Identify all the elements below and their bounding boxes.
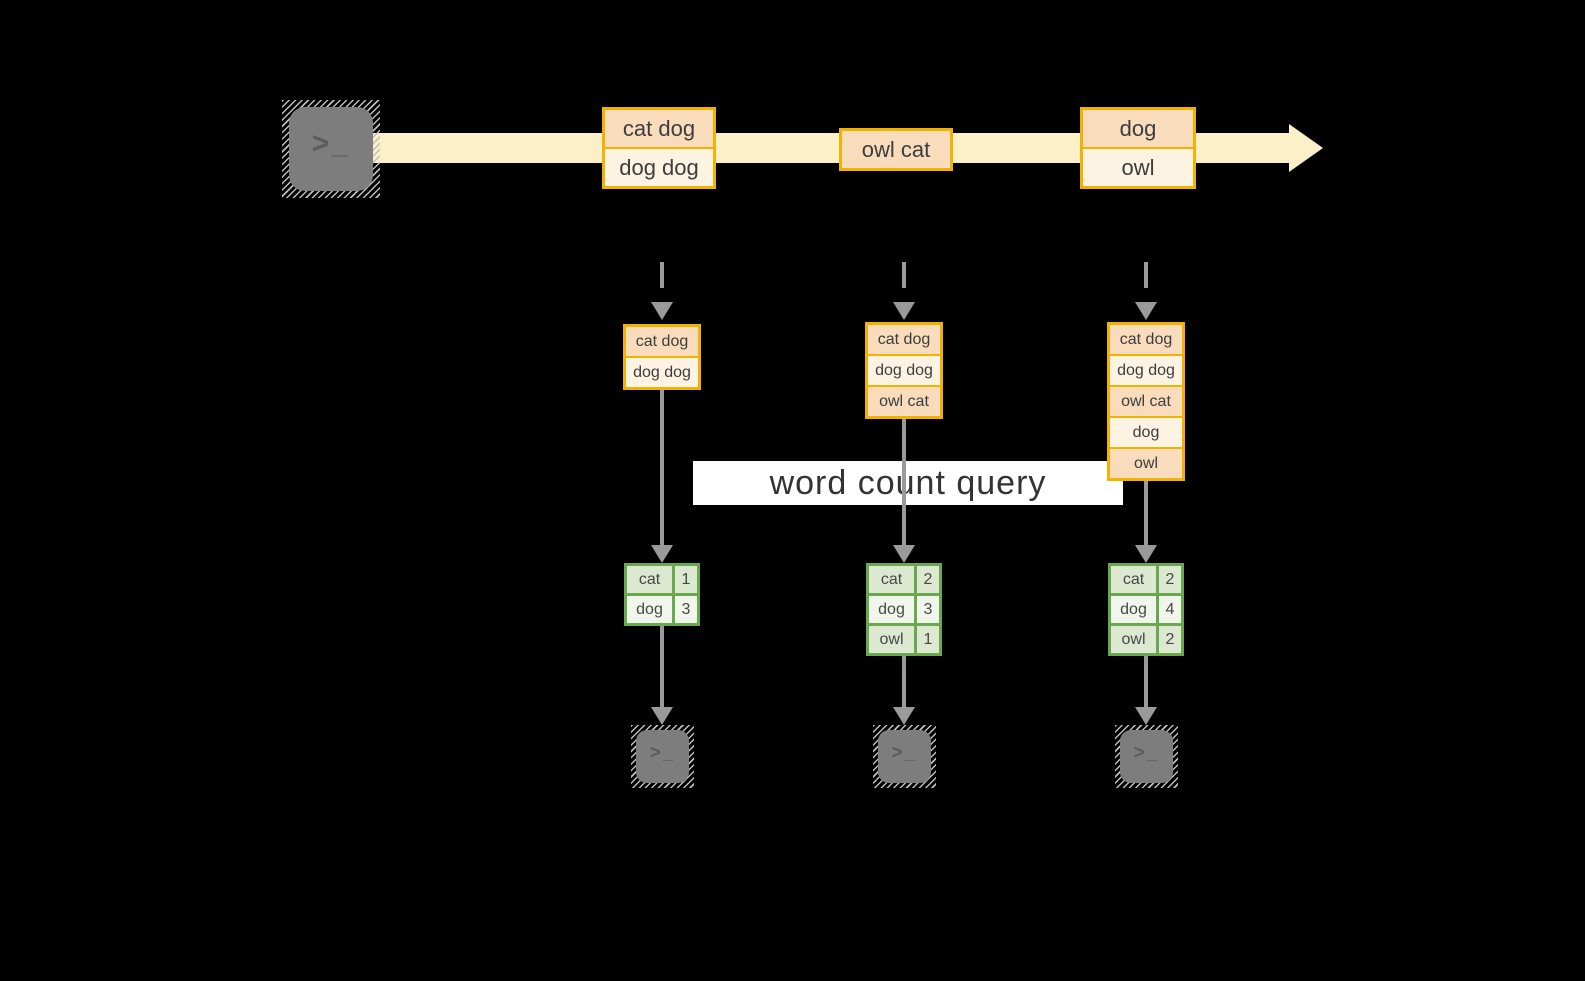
arrowhead-icon — [651, 545, 673, 563]
terminal-screen: >_ — [878, 730, 931, 783]
event-line: owl cat — [842, 131, 950, 168]
query-arrow-1 — [650, 390, 674, 563]
count-value: 2 — [1159, 566, 1181, 593]
count-word: owl — [869, 626, 914, 653]
count-row: cat 2 — [869, 566, 939, 593]
arrow-stem — [660, 390, 664, 548]
state-row: cat dog — [868, 325, 940, 354]
arrowhead-icon — [651, 707, 673, 725]
arrowhead-icon — [1135, 302, 1157, 320]
count-word: dog — [1111, 596, 1156, 623]
count-value: 3 — [917, 596, 939, 623]
output-arrow-1 — [650, 626, 674, 725]
arrowhead-icon — [651, 302, 673, 320]
count-row: cat 1 — [627, 566, 697, 593]
arrowhead-icon — [1135, 545, 1157, 563]
state-row: dog dog — [626, 358, 698, 387]
count-word: owl — [1111, 626, 1156, 653]
count-row: cat 2 — [1111, 566, 1181, 593]
state-row: cat dog — [626, 327, 698, 356]
count-row: owl 1 — [869, 626, 939, 653]
ingest-arrow-3 — [1134, 262, 1158, 320]
count-table-3: cat 2 dog 4 owl 2 — [1108, 563, 1184, 656]
count-word: cat — [627, 566, 672, 593]
arrowhead-icon — [893, 302, 915, 320]
count-row: dog 3 — [869, 596, 939, 623]
ingest-arrow-1 — [650, 262, 674, 320]
count-row: dog 3 — [627, 596, 697, 623]
event-line: cat dog — [605, 110, 713, 147]
stream-event-2: owl cat — [839, 128, 953, 171]
event-line: owl — [1083, 149, 1193, 186]
terminal-prompt-glyph: >_ — [891, 742, 918, 764]
count-table-1: cat 1 dog 3 — [624, 563, 700, 626]
count-value: 2 — [917, 566, 939, 593]
state-row: owl cat — [1110, 387, 1182, 416]
count-table-2: cat 2 dog 3 owl 1 — [866, 563, 942, 656]
terminal-screen: >_ — [289, 107, 373, 191]
terminal-prompt-glyph: >_ — [649, 742, 676, 764]
query-arrow-2 — [892, 419, 916, 563]
state-row: owl — [1110, 449, 1182, 478]
state-box-1: cat dog dog dog — [623, 324, 701, 390]
state-row: owl cat — [868, 387, 940, 416]
query-label-band: word count query — [693, 461, 1123, 505]
arrowhead-icon — [893, 707, 915, 725]
state-box-2: cat dog dog dog owl cat — [865, 322, 943, 419]
arrow-stem — [902, 656, 906, 710]
arrow-stem — [1144, 262, 1148, 288]
stream-arrowhead-icon — [1289, 124, 1323, 172]
arrow-stem — [660, 626, 664, 710]
state-box-3: cat dog dog dog owl cat dog owl — [1107, 322, 1185, 481]
ingest-arrow-2 — [892, 262, 916, 320]
arrow-stem — [1144, 481, 1148, 548]
state-row: dog dog — [868, 356, 940, 385]
arrow-stem — [902, 262, 906, 288]
count-value: 2 — [1159, 626, 1181, 653]
state-row: cat dog — [1110, 325, 1182, 354]
count-row: owl 2 — [1111, 626, 1181, 653]
sink-terminal-icon-1: >_ — [631, 725, 694, 788]
count-word: cat — [1111, 566, 1156, 593]
count-word: cat — [869, 566, 914, 593]
count-word: dog — [627, 596, 672, 623]
count-word: dog — [869, 596, 914, 623]
stream-event-1: cat dog dog dog — [602, 107, 716, 189]
query-arrow-3 — [1134, 481, 1158, 563]
count-value: 1 — [917, 626, 939, 653]
count-value: 1 — [675, 566, 697, 593]
arrowhead-icon — [893, 545, 915, 563]
arrow-stem — [660, 262, 664, 288]
arrowhead-icon — [1135, 707, 1157, 725]
state-row: dog — [1110, 418, 1182, 447]
state-row: dog dog — [1110, 356, 1182, 385]
terminal-prompt-glyph: >_ — [311, 126, 351, 160]
arrow-stem — [1144, 656, 1148, 710]
terminal-screen: >_ — [1120, 730, 1173, 783]
output-arrow-2 — [892, 656, 916, 725]
event-line: dog dog — [605, 149, 713, 186]
stream-event-3: dog owl — [1080, 107, 1196, 189]
count-value: 4 — [1159, 596, 1181, 623]
output-arrow-3 — [1134, 656, 1158, 725]
source-terminal-icon: >_ — [282, 100, 380, 198]
count-value: 3 — [675, 596, 697, 623]
terminal-screen: >_ — [636, 730, 689, 783]
arrow-stem — [902, 419, 906, 548]
query-label: word count query — [769, 463, 1047, 502]
count-row: dog 4 — [1111, 596, 1181, 623]
sink-terminal-icon-3: >_ — [1115, 725, 1178, 788]
terminal-prompt-glyph: >_ — [1133, 742, 1160, 764]
sink-terminal-icon-2: >_ — [873, 725, 936, 788]
event-line: dog — [1083, 110, 1193, 147]
